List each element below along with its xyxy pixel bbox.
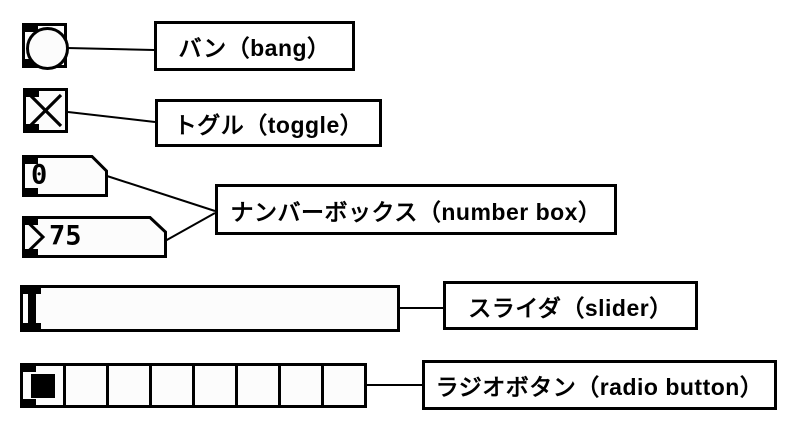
bang-label: バン（bang） xyxy=(154,21,355,71)
toggle-object[interactable] xyxy=(23,88,68,133)
radio-cell[interactable] xyxy=(281,366,324,405)
inlet-nub-icon xyxy=(22,23,38,32)
radio-button-label: ラジオボタン（radio button） xyxy=(422,360,777,410)
radio-cell[interactable] xyxy=(152,366,195,405)
inlet-nub-icon xyxy=(22,155,38,164)
inlet-nub-icon xyxy=(22,216,38,225)
outlet-nub-icon xyxy=(20,399,36,408)
bang-object[interactable] xyxy=(22,23,69,70)
inlet-nub-icon xyxy=(23,88,39,97)
number-box-value: 0 xyxy=(31,159,48,191)
radio-cell[interactable] xyxy=(238,366,281,405)
connector-line-toggle xyxy=(67,111,156,123)
bang-circle-icon xyxy=(26,27,69,70)
slider-label: スライダ（slider） xyxy=(443,281,698,330)
toggle-label: トグル（toggle） xyxy=(155,99,382,147)
number-box-outline xyxy=(22,216,167,258)
radio-cell[interactable] xyxy=(66,366,109,405)
radio-cell[interactable] xyxy=(109,366,152,405)
slider-knob[interactable] xyxy=(28,288,36,329)
outlet-nub-icon xyxy=(23,124,39,133)
number-box-2[interactable]: 75 xyxy=(22,216,167,258)
outlet-nub-icon xyxy=(22,249,38,258)
number-box-value: 75 xyxy=(49,220,82,252)
inlet-nub-icon xyxy=(20,363,36,372)
connector-line-numbox2 xyxy=(164,212,216,242)
toggle-x-icon xyxy=(28,93,63,128)
outlet-nub-icon xyxy=(22,188,38,197)
radio-selected-icon xyxy=(31,373,55,398)
radio-cell[interactable] xyxy=(324,366,364,405)
connector-line-bang xyxy=(66,47,155,51)
hradio-object[interactable] xyxy=(20,363,367,408)
number-box-1[interactable]: 0 xyxy=(22,155,108,197)
outlet-nub-icon xyxy=(22,59,38,68)
number-box-label: ナンバーボックス（number box） xyxy=(215,184,617,235)
radio-cell[interactable] xyxy=(195,366,238,405)
radio-cell[interactable] xyxy=(20,363,66,408)
connector-line-numbox1 xyxy=(106,175,216,212)
hslider-object[interactable] xyxy=(20,285,400,332)
